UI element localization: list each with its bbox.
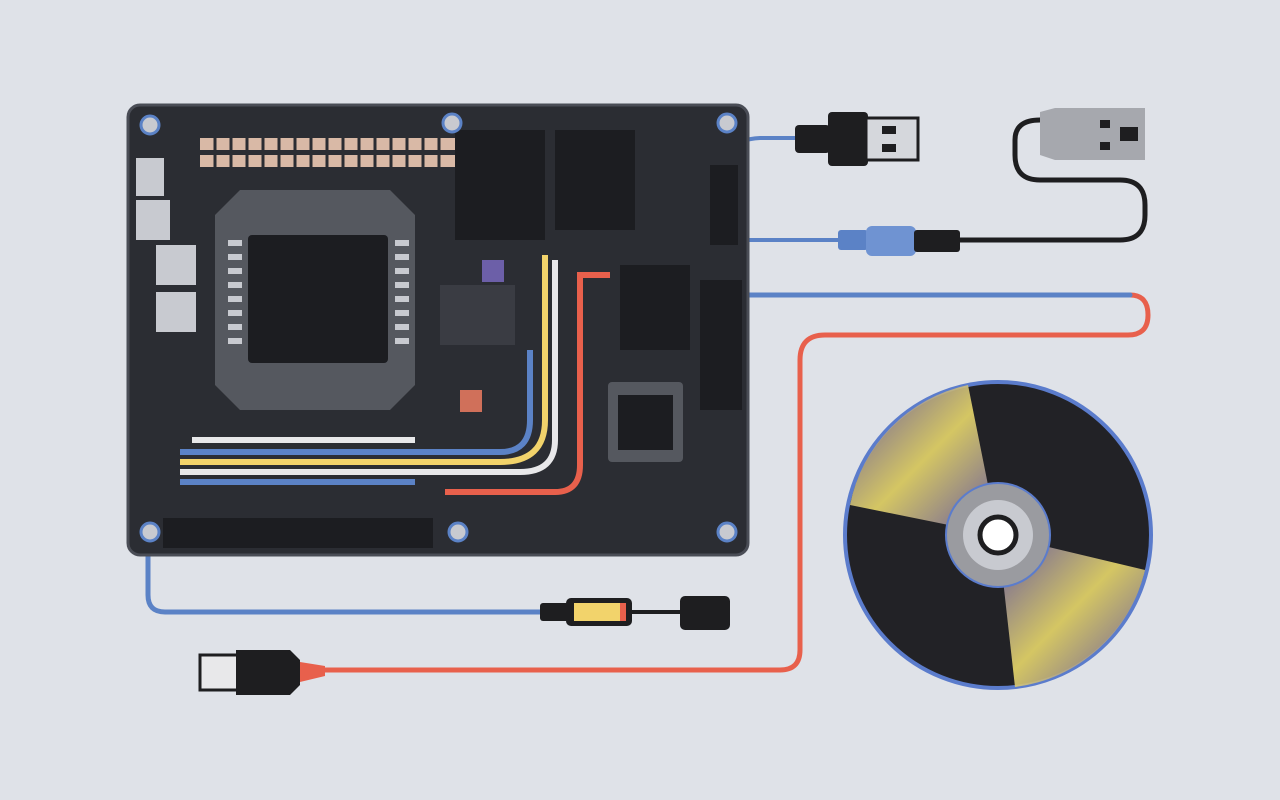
sensor-chip [618, 395, 673, 450]
blue-cable-bottom [145, 552, 548, 615]
red-chip [460, 390, 482, 412]
inline-fuse-icon [540, 596, 730, 630]
chip-4 [700, 280, 742, 410]
usb-plug-bottom-icon [198, 650, 325, 695]
optical-disc-icon [843, 380, 1153, 690]
chip-5 [710, 165, 738, 245]
expansion-slot [163, 518, 433, 548]
left-connector-3 [156, 245, 196, 285]
usb-b-plug-icon [1040, 108, 1145, 160]
micro-usb-plug-icon [838, 226, 960, 256]
left-connector-4 [156, 292, 196, 332]
chip-grid [440, 285, 515, 345]
left-connector-2 [136, 200, 170, 240]
chip-2 [555, 130, 635, 230]
chip-3 [620, 265, 690, 350]
led-chip [482, 260, 504, 282]
black-cable [957, 117, 1148, 243]
red-cable [317, 292, 1151, 673]
left-connector-1 [136, 158, 164, 196]
ribbon-cable [180, 255, 610, 495]
chip-1 [455, 130, 545, 240]
mounting-holes [139, 112, 738, 543]
pad-separators [213, 135, 441, 170]
circuit-board-icon [126, 103, 750, 557]
cpu-chip [248, 235, 388, 363]
cables [145, 117, 1151, 673]
socket-pins [228, 240, 409, 344]
usb-a-plug-icon [795, 112, 920, 166]
